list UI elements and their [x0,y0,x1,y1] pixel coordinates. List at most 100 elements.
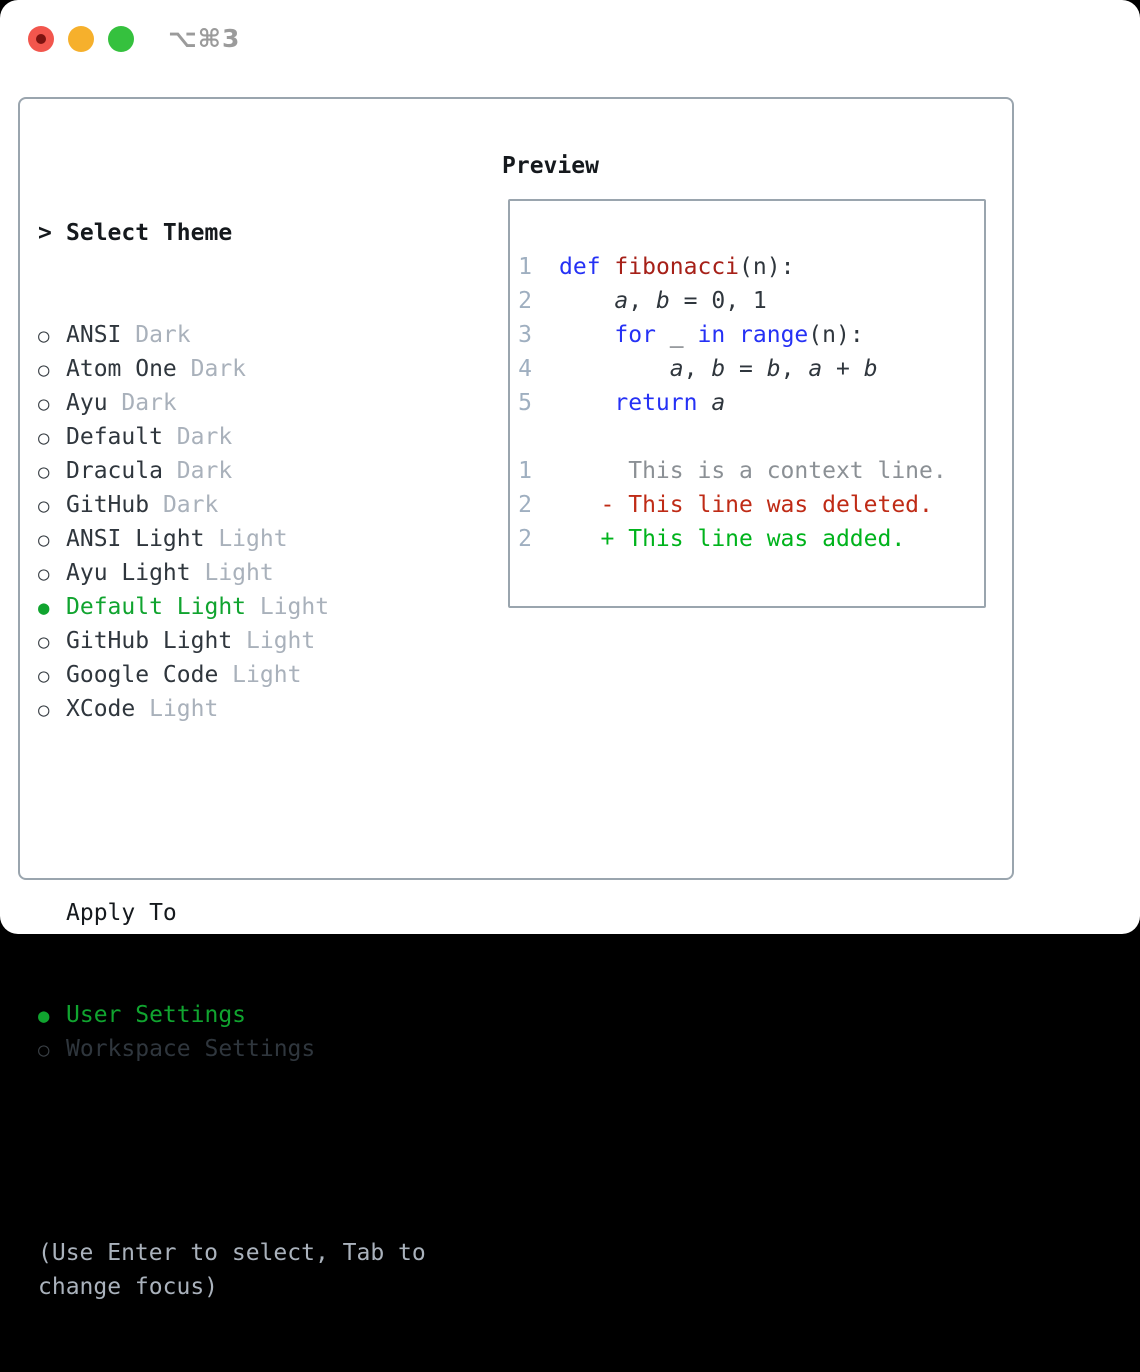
radio-icon: ○ [38,495,50,517]
line-number: 5 [518,390,532,416]
theme-variant-tag: Dark [121,322,191,348]
theme-item-ayu[interactable]: ○Ayu Dark [38,386,478,420]
code-segment-plain: , [628,288,656,314]
radio-selected-icon: ● [38,597,50,619]
code-segment-del: - This line was deleted. [559,492,933,518]
code-line: 5 return a [518,386,947,420]
theme-item-github[interactable]: ○GitHub Dark [38,488,478,522]
theme-list-header-row: > Select Theme [38,216,478,250]
code-segment-param: a [711,390,726,416]
radio-icon: ○ [38,325,50,347]
code-segment-param: a [614,288,629,314]
theme-name: Default [66,424,163,450]
theme-variant-tag: Dark [176,356,247,382]
code-segment-plain [559,288,614,314]
app-window: ⌥⌘3 >Select Theme ○ANSI Dark○Atom One Da… [0,0,1140,1300]
code-segment-plain: + [822,356,864,382]
line-number: 1 [518,458,532,484]
radio-icon: ○ [38,461,50,483]
theme-item-default[interactable]: ○ Default Dark [38,420,478,454]
code-segment-plain [725,322,739,348]
code-line: 2 - This line was deleted. [518,488,947,522]
apply-target-name: User Settings [66,1002,247,1028]
theme-item-xcode[interactable]: ○XCode Light [38,692,478,726]
radio-icon: ○ [38,563,50,585]
line-number: 2 [518,526,532,552]
line-number: 1 [518,254,532,280]
theme-variant-tag: Light [204,526,288,552]
theme-name: GitHub [66,492,150,518]
code-segment-plain: = 0, 1 [669,288,767,314]
theme-name: Ayu [66,390,108,416]
gap [38,794,478,828]
code-segment-param: b [655,288,670,314]
code-segment-kw: range [739,322,809,348]
radio-icon: ○ [38,631,50,653]
line-number: 3 [518,322,532,348]
code-line [518,420,947,454]
theme-name: ANSI Light [66,526,205,552]
apply-item-workspace-settings[interactable]: ○Workspace Settings [38,1032,478,1066]
help-text-line: change focus) [38,1274,219,1300]
theme-variant-tag: Light [232,628,316,654]
window-title: ⌥⌘3 [168,24,241,53]
theme-variant-tag: Dark [162,424,233,450]
line-number: 2 [518,492,532,518]
radio-selected-icon: ● [38,1005,50,1027]
apply-item-user-settings[interactable]: ● User Settings [38,998,478,1032]
code-segment-plain: = [725,356,767,382]
line-number: 2 [518,288,532,314]
code-segment-kw: in [697,322,726,348]
theme-name: GitHub Light [66,628,233,654]
code-line: 4 a, b = b, a + b [518,352,947,386]
theme-item-atom-one[interactable]: ○ Atom One Dark [38,352,478,386]
theme-variant-tag: Dark [162,458,233,484]
radio-icon: ○ [38,665,50,687]
theme-name: Default Light [66,594,247,620]
close-button[interactable] [28,26,54,52]
radio-icon: ○ [38,359,50,381]
code-segment-plain [559,390,614,416]
radio-icon: ○ [38,529,50,551]
code-line: 2 a, b = 0, 1 [518,284,947,318]
theme-item-default-light[interactable]: ● Default Light Light [38,590,478,624]
theme-variant-tag: Light [218,662,302,688]
theme-name: XCode [66,696,136,722]
theme-item-dracula[interactable]: ○ Dracula Dark [38,454,478,488]
theme-name: Dracula [66,458,163,484]
theme-variant-tag: Light [246,594,330,620]
apply-to-header-row: Apply To [38,896,478,930]
code-segment-ctx: This is a context line. [559,458,947,484]
code-segment-param: b [711,356,726,382]
zoom-button[interactable] [108,26,134,52]
radio-icon: ○ [38,427,50,449]
theme-item-ansi-light[interactable]: ○ ANSI Light Light [38,522,478,556]
theme-list-header: Select Theme [66,220,233,246]
help-text: (Use Enter to select, Tab to change focus… [38,1236,478,1304]
code-segment-plain: (n): [808,322,864,348]
code-segment-fn: fibonacci [614,254,740,280]
theme-item-github-light[interactable]: ○ GitHub Light Light [38,624,478,658]
theme-item-ayu-light[interactable]: ○Ayu Light Light [38,556,478,590]
unsaved-dot-icon [36,34,46,44]
preview-box [508,199,986,608]
code-segment-plain [559,356,670,382]
theme-item-ansi[interactable]: ○ANSI Dark [38,318,478,352]
theme-name: Atom One [66,356,177,382]
minimize-button[interactable] [68,26,94,52]
theme-item-google-code[interactable]: ○ Google Code Light [38,658,478,692]
help-text-line: (Use Enter to select, Tab to [38,1240,426,1266]
code-segment-add: + This line was added. [559,526,906,552]
cursor-icon: > [38,220,52,246]
left-column: >Select Theme ○ANSI Dark○Atom One Dark○A… [38,148,478,1372]
apply-to-list: ● User Settings ○Workspace Settings [38,998,478,1066]
theme-variant-tag: Dark [107,390,177,416]
line-number: 4 [518,356,532,382]
code-segment-plain: , [780,356,809,382]
code-line: 1 This is a context line. [518,454,947,488]
code-segment-plain: , [683,356,712,382]
theme-name: Google Code [66,662,219,688]
titlebar: ⌥⌘3 [0,0,1140,76]
code-segment-param: b [766,356,781,382]
